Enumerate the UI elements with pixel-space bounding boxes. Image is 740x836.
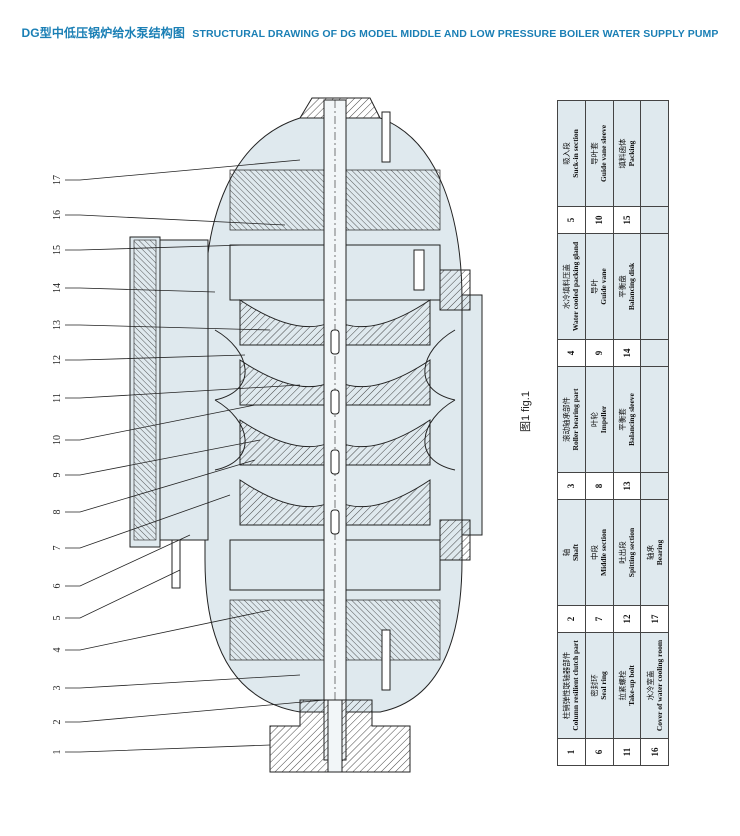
callout-17: 17 (52, 175, 63, 185)
part-number: 16 (640, 738, 669, 766)
part-number-empty (640, 339, 669, 367)
part-number: 3 (557, 472, 586, 500)
callout-7: 7 (52, 546, 63, 551)
part-number: 17 (640, 605, 669, 633)
callout-10: 10 (52, 435, 63, 445)
part-number-empty (640, 472, 669, 500)
part-number: 6 (585, 738, 613, 766)
part-number: 12 (613, 605, 641, 633)
part-number: 5 (557, 206, 586, 234)
part-number: 15 (613, 206, 641, 234)
part-number: 14 (613, 339, 641, 367)
callout-numbers: 17 16 15 14 13 12 11 10 9 8 7 6 5 4 3 2 … (52, 175, 63, 755)
drawing-title: DG型中低压锅炉给水泵结构图 STRUCTURAL DRAWING OF DG … (0, 24, 740, 41)
part-number: 7 (585, 605, 613, 633)
right-nozzle (461, 294, 483, 536)
callout-3: 3 (52, 686, 63, 691)
part-name-empty (640, 100, 669, 207)
callout-14: 14 (52, 283, 63, 293)
callout-1: 1 (52, 750, 63, 755)
part-number-empty (640, 206, 669, 234)
callout-11: 11 (52, 393, 63, 403)
callout-16: 16 (52, 210, 63, 220)
callout-5: 5 (52, 616, 63, 621)
callout-2: 2 (52, 720, 63, 725)
figure-label: 图1 fig.1 (520, 391, 532, 432)
title-chinese: DG型中低压锅炉给水泵结构图 (21, 26, 185, 40)
part-number: 11 (613, 738, 641, 766)
callout-15: 15 (52, 245, 63, 255)
part-number: 1 (557, 738, 586, 766)
pump-body (129, 97, 483, 773)
callout-9: 9 (52, 473, 63, 478)
callout-13: 13 (52, 320, 63, 330)
part-number: 10 (585, 206, 613, 234)
part-number: 8 (585, 472, 613, 500)
callout-12: 12 (52, 355, 63, 365)
callout-6: 6 (52, 584, 63, 589)
part-number: 4 (557, 339, 586, 367)
part-name-empty (640, 233, 669, 340)
leader-lines (65, 159, 326, 753)
part-number: 9 (585, 339, 613, 367)
title-english: STRUCTURAL DRAWING OF DG MODEL MIDDLE AN… (192, 28, 719, 40)
callout-8: 8 (52, 510, 63, 515)
part-number: 13 (613, 472, 641, 500)
callout-4: 4 (52, 648, 63, 653)
part-name-empty (640, 366, 669, 473)
part-number: 2 (557, 605, 586, 633)
